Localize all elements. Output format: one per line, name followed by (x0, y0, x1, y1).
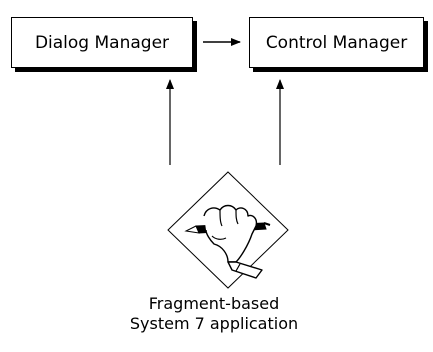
application-label-line2: System 7 application (129, 314, 299, 333)
hand-writing-pen-icon (167, 171, 289, 289)
application-label: Fragment-based System 7 application (66, 294, 362, 334)
application-label-line1: Fragment-based (148, 294, 280, 313)
control-manager-label: Control Manager (265, 32, 408, 53)
dialog-manager-box: Dialog Manager (11, 17, 193, 68)
dialog-manager-label: Dialog Manager (34, 32, 170, 53)
control-manager-box: Control Manager (249, 17, 424, 68)
